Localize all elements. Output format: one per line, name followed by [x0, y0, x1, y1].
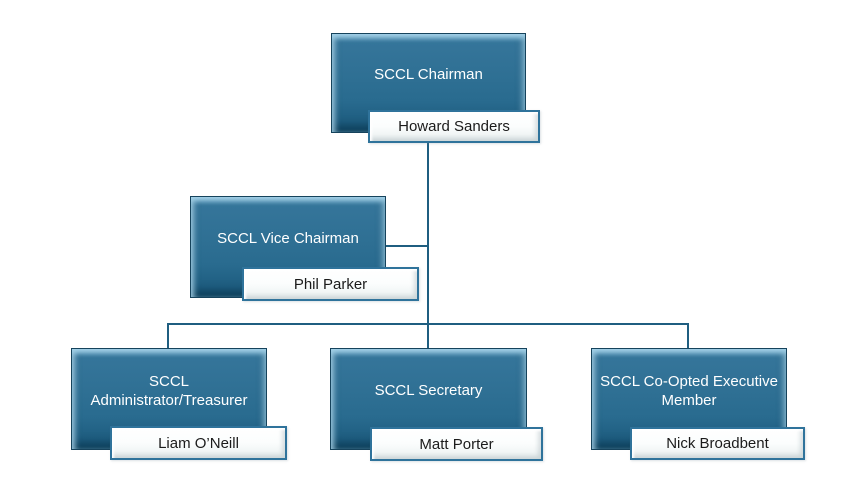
- org-node-vice-chairman-name: Phil Parker: [293, 275, 368, 293]
- connector-stub-administrator: [167, 323, 169, 348]
- org-node-administrator-treasurer-role: SCCL Administrator/Treasurer: [90, 372, 248, 410]
- org-node-administrator-treasurer-name: Liam O’Neill: [158, 434, 239, 452]
- connector-vice-chairman-branch: [386, 245, 427, 247]
- org-node-co-opted-executive-member-name-plate: Nick Broadbent: [630, 427, 805, 460]
- org-node-co-opted-executive-member-name: Nick Broadbent: [666, 435, 769, 452]
- org-node-secretary-name: Matt Porter: [419, 435, 494, 453]
- org-node-secretary-role: SCCL Secretary: [374, 382, 483, 400]
- org-node-administrator-treasurer-name-plate: Liam O’Neill: [110, 426, 287, 460]
- org-node-vice-chairman-role: SCCL Vice Chairman: [217, 230, 359, 248]
- connector-bottom-row-horizontal: [167, 323, 689, 325]
- org-node-chairman-name: Howard Sanders: [398, 118, 510, 135]
- org-node-vice-chairman-name-plate: Phil Parker: [242, 267, 419, 301]
- connector-chairman-to-bottom-row: [427, 143, 429, 348]
- org-node-chairman-role: SCCL Chairman: [374, 66, 483, 84]
- org-node-secretary-name-plate: Matt Porter: [370, 427, 543, 461]
- connector-stub-co-opted: [687, 323, 689, 348]
- org-node-co-opted-executive-member-role: SCCL Co-Opted Executive Member: [600, 372, 778, 410]
- org-node-chairman-name-plate: Howard Sanders: [368, 110, 540, 143]
